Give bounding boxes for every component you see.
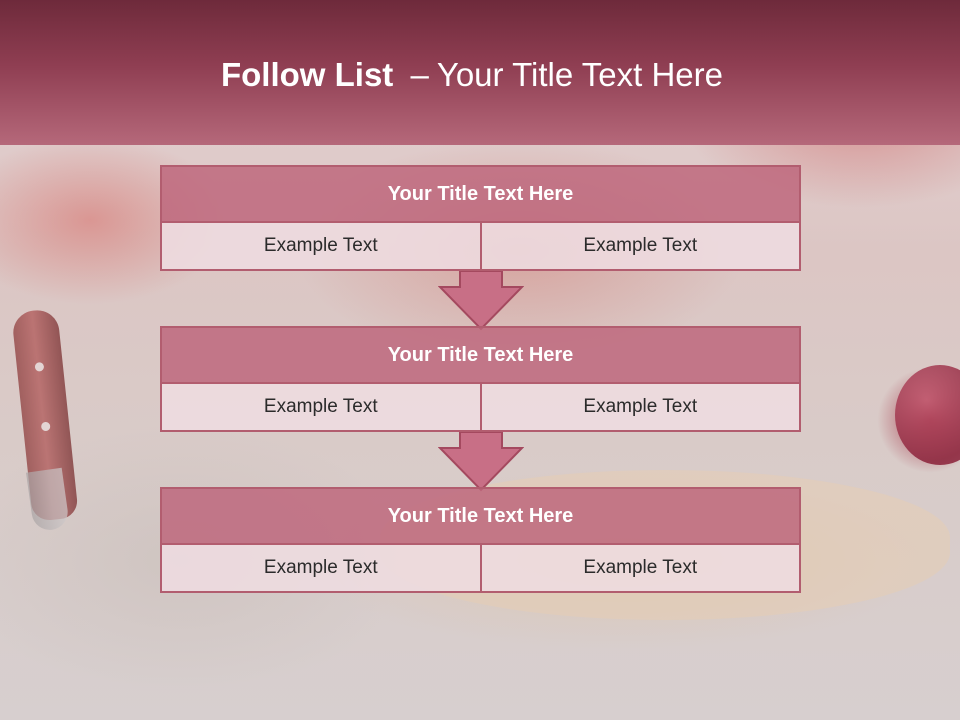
block-cell-right: Example Text: [479, 223, 799, 269]
knife-rivet: [34, 361, 45, 372]
down-arrow-icon: [438, 432, 524, 492]
block-title: Your Title Text Here: [162, 328, 799, 384]
list-block-2: Your Title Text Here Example Text Exampl…: [160, 326, 801, 432]
block-title: Your Title Text Here: [162, 167, 799, 223]
block-cell-left: Example Text: [162, 384, 480, 430]
block-cell-left: Example Text: [162, 545, 480, 591]
page-title-separator: –: [410, 56, 429, 93]
down-arrow-icon: [438, 271, 524, 331]
knife-rivet: [40, 421, 51, 432]
block-cell-right: Example Text: [479, 545, 799, 591]
list-block-1: Your Title Text Here Example Text Exampl…: [160, 165, 801, 271]
block-row: Example Text Example Text: [162, 223, 799, 269]
page-title: Follow List –Your Title Text Here: [0, 52, 944, 98]
radish: [895, 365, 960, 465]
block-row: Example Text Example Text: [162, 545, 799, 591]
block-cell-right: Example Text: [479, 384, 799, 430]
page-title-bold: Follow List: [220, 56, 394, 93]
block-row: Example Text Example Text: [162, 384, 799, 430]
list-block-3: Your Title Text Here Example Text Exampl…: [160, 487, 801, 593]
title-band: Follow List –Your Title Text Here: [0, 0, 960, 145]
page-title-rest: Your Title Text Here: [436, 56, 723, 93]
block-cell-left: Example Text: [162, 223, 480, 269]
block-title: Your Title Text Here: [162, 489, 799, 545]
